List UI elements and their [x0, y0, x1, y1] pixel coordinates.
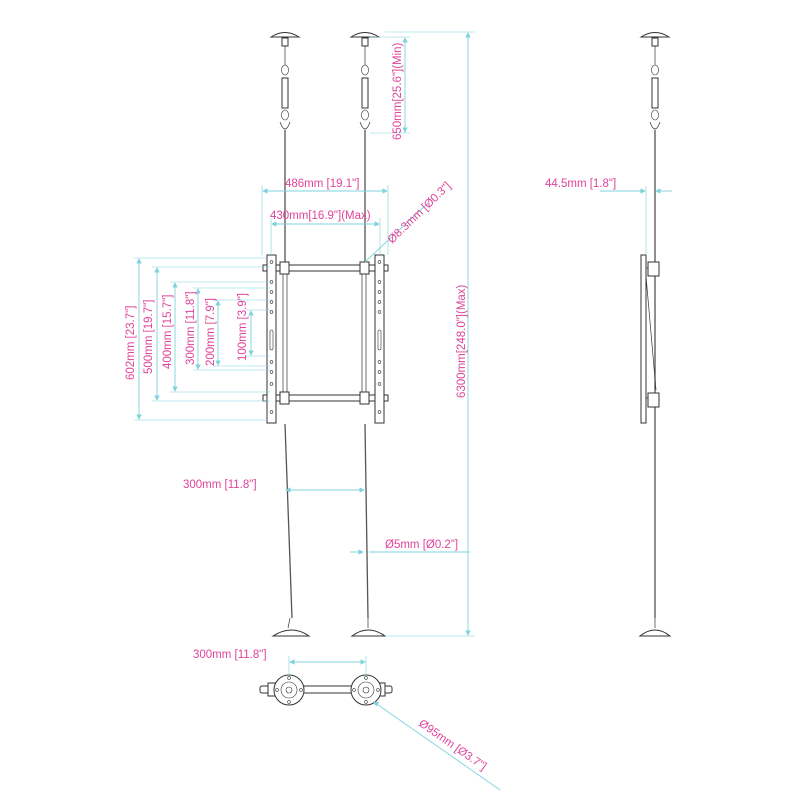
top-view: 300mm [11.8"] Ø95mm [Ø3.7"]	[193, 649, 501, 791]
label-vesa-200: 200mm [7.9"]	[205, 298, 217, 366]
label-min-top-length: 650mm[25.6"](Min)	[392, 42, 404, 140]
dim-min-top-length	[370, 36, 410, 134]
dim-total-height	[385, 31, 475, 637]
cable-right-lower	[364, 423, 369, 619]
ceiling-mount-left	[269, 32, 301, 47]
ceiling-mount-right	[349, 32, 381, 47]
label-max-pattern-width: 430mm[16.9"](Max)	[270, 210, 371, 222]
dim-cable-diameter	[364, 202, 429, 263]
label-vesa-100: 100mm [3.9"]	[237, 293, 249, 361]
rail-slots	[269, 260, 382, 414]
label-depth: 44.5mm [1.8"]	[545, 178, 616, 190]
wall-plate-frame	[262, 254, 389, 424]
label-pole-diameter: Ø5mm [Ø0.2"]	[385, 539, 458, 551]
dim-max-pattern-width	[270, 218, 381, 255]
label-top-spacing: 300mm [11.8"]	[193, 649, 267, 661]
floor-base-left	[271, 617, 311, 637]
label-vesa-300: 300mm [11.8"]	[185, 291, 197, 365]
label-vesa-400: 400mm [15.7"]	[162, 295, 174, 369]
base-left	[273, 674, 305, 706]
dim-top-spacing	[288, 656, 367, 676]
turnbuckle-right	[359, 46, 371, 130]
label-vesa-500: 500mm [19.7"]	[143, 300, 155, 374]
side-view: 44.5mm [1.8"]	[545, 32, 672, 637]
label-cable-diameter: Ø8.3mm [Ø0.3"]	[386, 180, 454, 246]
turnbuckle-left	[279, 46, 291, 130]
side-plate	[640, 254, 647, 424]
label-vesa-602: 602mm [23.7"]	[125, 306, 137, 380]
front-view: 486mm [19.1"] 430mm[16.9"](Max) Ø8.3mm […	[125, 31, 475, 637]
label-total-width: 486mm [19.1"]	[285, 178, 359, 190]
dim-total-width	[261, 185, 389, 255]
label-pole-spacing: 300mm [11.8"]	[183, 479, 257, 491]
label-total-height: 6300mm[248.0"](Max)	[456, 284, 468, 398]
label-base-diameter: Ø95mm [Ø3.7"]	[416, 718, 488, 773]
floor-base-right	[350, 618, 387, 637]
base-right	[350, 674, 382, 706]
dim-depth	[600, 186, 672, 255]
cable-left-lower	[284, 423, 293, 619]
vesa-height-dims	[134, 257, 270, 421]
dim-base-diameter	[373, 701, 501, 791]
